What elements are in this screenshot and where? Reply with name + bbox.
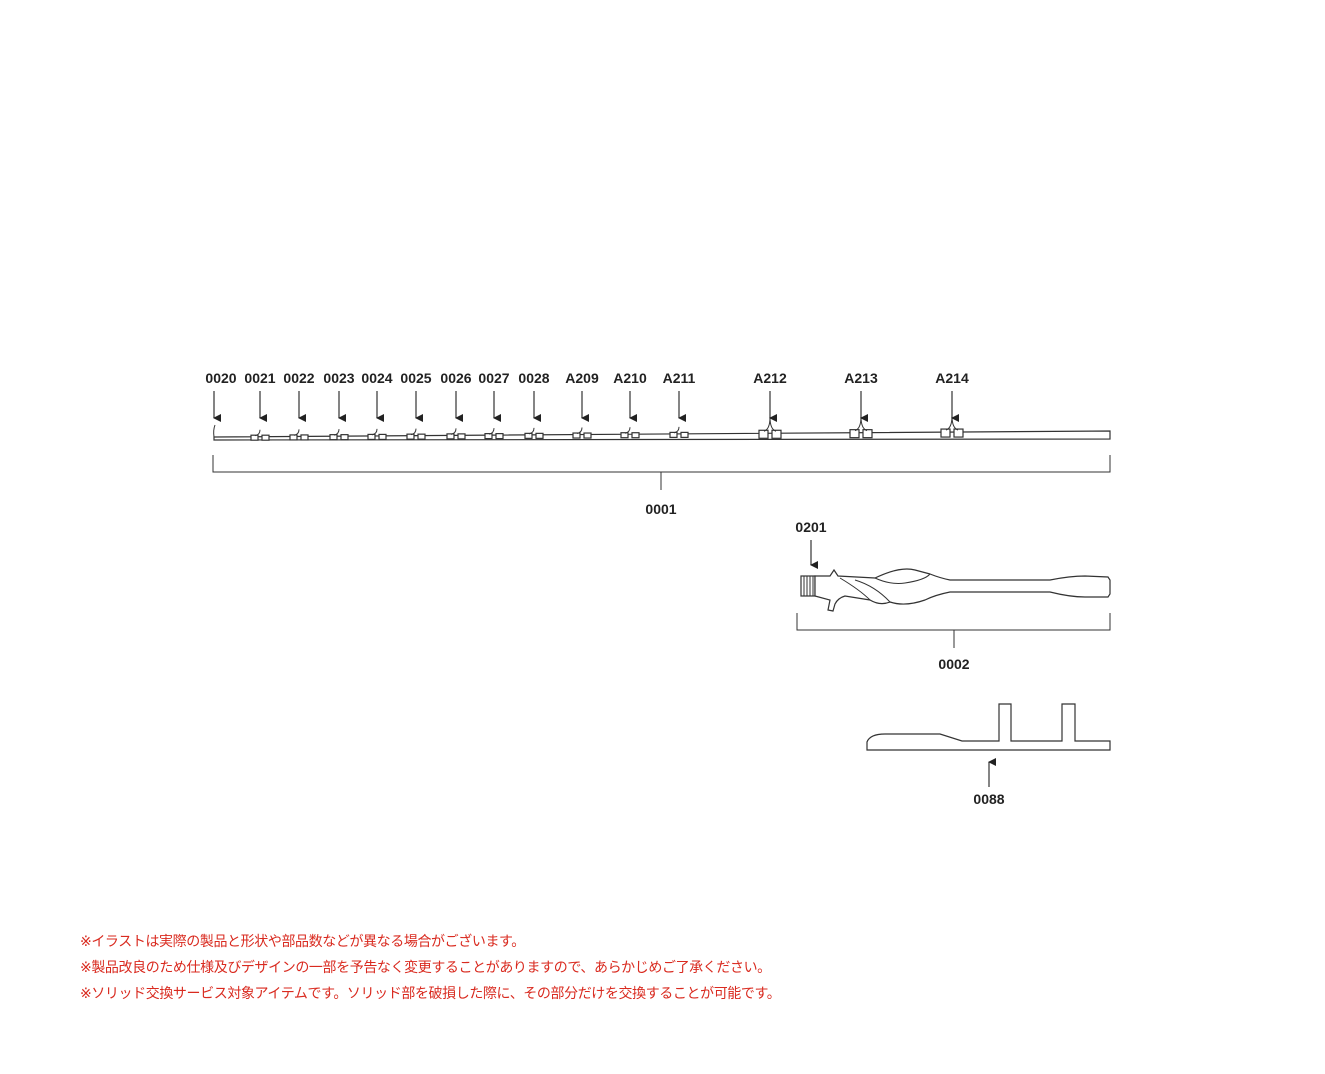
rod-part-label-A213: A213 — [844, 370, 878, 386]
guide-icon-0027 — [484, 428, 504, 440]
rod-part-label-0027: 0027 — [478, 370, 509, 386]
guide-icon-0025 — [406, 428, 426, 440]
rod-part-label-0024: 0024 — [361, 370, 392, 386]
handle-label: 0002 — [938, 656, 969, 672]
rod-part-labels: 0020 0021 0022 0023 0024 0025 0026 0027 0028 A209… — [205, 370, 969, 422]
guide-icon-A211 — [669, 426, 689, 438]
rod-part-label-0023: 0023 — [323, 370, 354, 386]
reel-seat-label: 0201 — [795, 519, 826, 535]
note-item: ※製品改良のため仕様及びデザインの一部を予告なく変更することがありますので、あら… — [80, 960, 771, 976]
guide-icon-0022 — [289, 429, 309, 441]
guides — [250, 416, 964, 441]
rod-part-label-A210: A210 — [613, 370, 647, 386]
rod-blank: 0020 0021 0022 0023 0024 0025 0026 0027 0028 A209… — [205, 370, 1111, 441]
guide-icon-A214 — [940, 416, 964, 438]
blank-body — [213, 430, 1111, 441]
rod-part-label-A209: A209 — [565, 370, 599, 386]
rod-part-label-0026: 0026 — [440, 370, 471, 386]
rod-part-label-0020: 0020 — [205, 370, 236, 386]
rod-part-label-0021: 0021 — [244, 370, 275, 386]
holder-icon — [866, 703, 1111, 751]
holder-label: 0088 — [973, 791, 1004, 807]
guide-icon-0021 — [250, 429, 270, 441]
rod-holder — [866, 703, 1111, 751]
notes-list: ※イラストは実際の製品と形状や部品数などが異なる場合がございます。 ※製品改良の… — [80, 929, 781, 1007]
rod-part-label-0028: 0028 — [518, 370, 549, 386]
rod-part-label-A214: A214 — [935, 370, 969, 386]
rod-part-label-0025: 0025 — [400, 370, 431, 386]
handle-bracket — [796, 613, 1111, 631]
guide-icon-0026 — [446, 428, 466, 440]
guide-icon-0028 — [524, 427, 544, 439]
blank-label: 0001 — [645, 501, 676, 517]
rod-part-label-A212: A212 — [753, 370, 787, 386]
tip-top-icon — [213, 424, 216, 438]
blank-bracket — [212, 455, 1111, 473]
guide-icon-0024 — [367, 428, 387, 441]
note-item: ※イラストは実際の製品と形状や部品数などが異なる場合がございます。 — [80, 934, 525, 950]
guide-icon-A209 — [572, 427, 592, 439]
guide-icon-A210 — [620, 427, 640, 439]
handle: 0201 — [795, 519, 1111, 612]
rod-part-label-0022: 0022 — [283, 370, 314, 386]
rod-part-label-A211: A211 — [663, 370, 696, 386]
note-item: ※ソリッド交換サービス対象アイテムです。ソリッド部を破損した際に、その部分だけを… — [80, 986, 781, 1002]
reel-seat-grip-icon — [814, 568, 1111, 612]
guide-icon-0023 — [329, 429, 349, 441]
